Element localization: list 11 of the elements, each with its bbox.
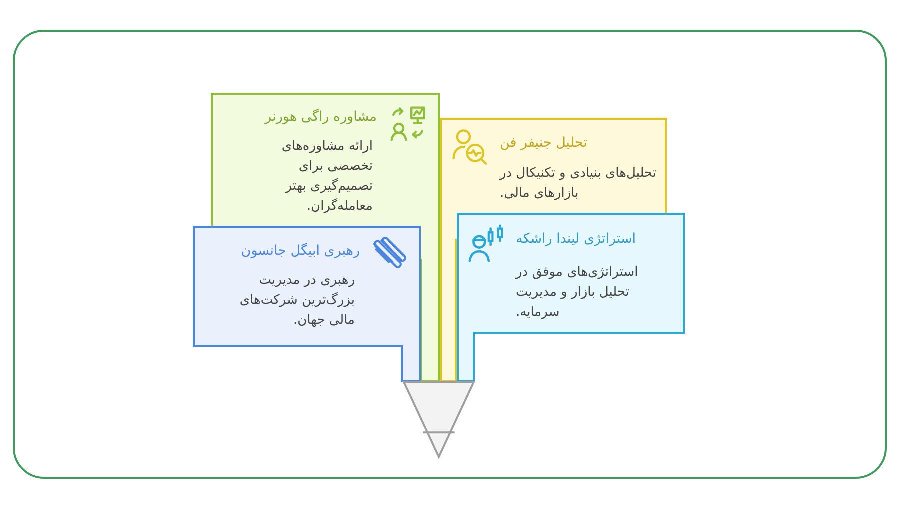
card-title: تحلیل جنیفر فن — [500, 134, 588, 153]
card-text: تحلیل‌های بنیادی و تکنیکال در بازارهای مالی. — [500, 165, 658, 203]
funnel-shape — [403, 381, 475, 458]
card-text: رهبری در مدیریت بزرگ‌ترین شرکت‌های مالی جهان. — [238, 272, 355, 330]
card — [457, 213, 685, 381]
card-text: ارائه مشاوره‌های تخصصی برای تصمیم‌گیری بهتر معامله‌گران. — [280, 138, 373, 216]
card — [193, 226, 421, 381]
card-title: مشاوره راگی هورنر — [264, 108, 377, 127]
card-title: استراتژی لیندا راشکه — [516, 230, 638, 249]
card-text: استراتژی‌های موفق در تحلیل بازار و مدیریت سرمایه. — [516, 264, 640, 322]
card-title: رهبری ابیگل جانسون — [240, 242, 360, 261]
